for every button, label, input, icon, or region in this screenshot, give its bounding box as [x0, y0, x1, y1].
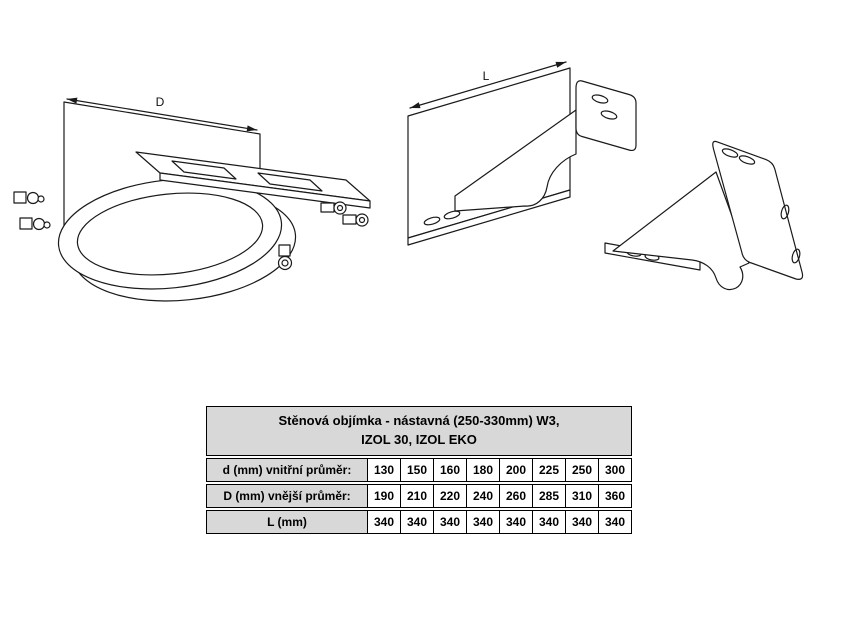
row-label: d (mm) vnitřní průměr:	[206, 457, 368, 482]
sheet-slot-hole	[423, 216, 441, 226]
table-row-inner-diameter: d (mm) vnitřní průměr: 130 150 160 180 2…	[206, 457, 632, 482]
dimension-d: D	[66, 95, 258, 132]
dimension-d-label: D	[156, 95, 165, 109]
clamp-band	[57, 178, 297, 302]
row-label: D (mm) vnější průměr:	[206, 483, 368, 508]
table-cell: 340	[500, 509, 533, 534]
table-title: Stěnová objímka - nástavná (250-330mm) W…	[206, 406, 632, 456]
mount-oval-hole	[780, 204, 790, 220]
mount-oval-hole	[791, 248, 801, 264]
table-cell: 340	[533, 509, 566, 534]
table-cell: 240	[467, 483, 500, 508]
table-cell: 190	[368, 483, 401, 508]
drawing-wall-clamp: D	[13, 95, 371, 302]
table-cell: 260	[500, 483, 533, 508]
table-cell: 300	[599, 457, 632, 482]
spec-table: Stěnová objímka - nástavná (250-330mm) W…	[206, 406, 632, 536]
mount-slot-hole	[738, 155, 756, 165]
plate-slot-hole	[257, 172, 323, 192]
bracket-gusset	[612, 171, 750, 291]
table-cell: 340	[434, 509, 467, 534]
clamp-top-plate	[135, 151, 371, 209]
table-cell: 285	[533, 483, 566, 508]
sheet-slot-hole	[443, 210, 461, 220]
table-cell: 340	[467, 509, 500, 534]
table-cell: 340	[599, 509, 632, 534]
bracket-gusset	[454, 109, 577, 212]
mount-slot-hole	[600, 110, 618, 120]
table-cell: 220	[434, 483, 467, 508]
drawing-bracket-side	[604, 140, 804, 291]
plate-slot-hole	[171, 160, 237, 180]
table-cell: 150	[401, 457, 434, 482]
table-cell: 160	[434, 457, 467, 482]
table-cell: 210	[401, 483, 434, 508]
mount-slot-hole	[591, 94, 609, 104]
table-cell: 360	[599, 483, 632, 508]
table-cell: 340	[566, 509, 599, 534]
table-cell: 225	[533, 457, 566, 482]
table-cell: 340	[368, 509, 401, 534]
dimension-l-label: L	[483, 69, 490, 83]
table-cell: 340	[401, 509, 434, 534]
mount-slot-hole	[721, 148, 739, 158]
table-cell: 130	[368, 457, 401, 482]
table-cell: 180	[467, 457, 500, 482]
table-cell: 200	[500, 457, 533, 482]
table-row-outer-diameter: D (mm) vnější průměr: 190 210 220 240 26…	[206, 483, 632, 508]
table-cell: 310	[566, 483, 599, 508]
clamp-right-bolts	[277, 201, 369, 271]
table-row-length: L (mm) 340 340 340 340 340 340 340 340	[206, 509, 632, 534]
table-title-line2: IZOL 30, IZOL EKO	[361, 431, 477, 447]
technical-drawings: D	[13, 61, 804, 302]
drawing-bracket-front: L	[407, 61, 637, 246]
bracket-mount-plate	[712, 140, 804, 280]
table-title-line1: Stěnová objímka - nástavná (250-330mm) W…	[278, 413, 560, 428]
dimension-l: L	[409, 61, 567, 109]
clamp-left-bolts	[13, 191, 51, 231]
table-cell: 250	[566, 457, 599, 482]
bracket-mount-plate	[575, 80, 637, 152]
row-label: L (mm)	[206, 509, 368, 534]
